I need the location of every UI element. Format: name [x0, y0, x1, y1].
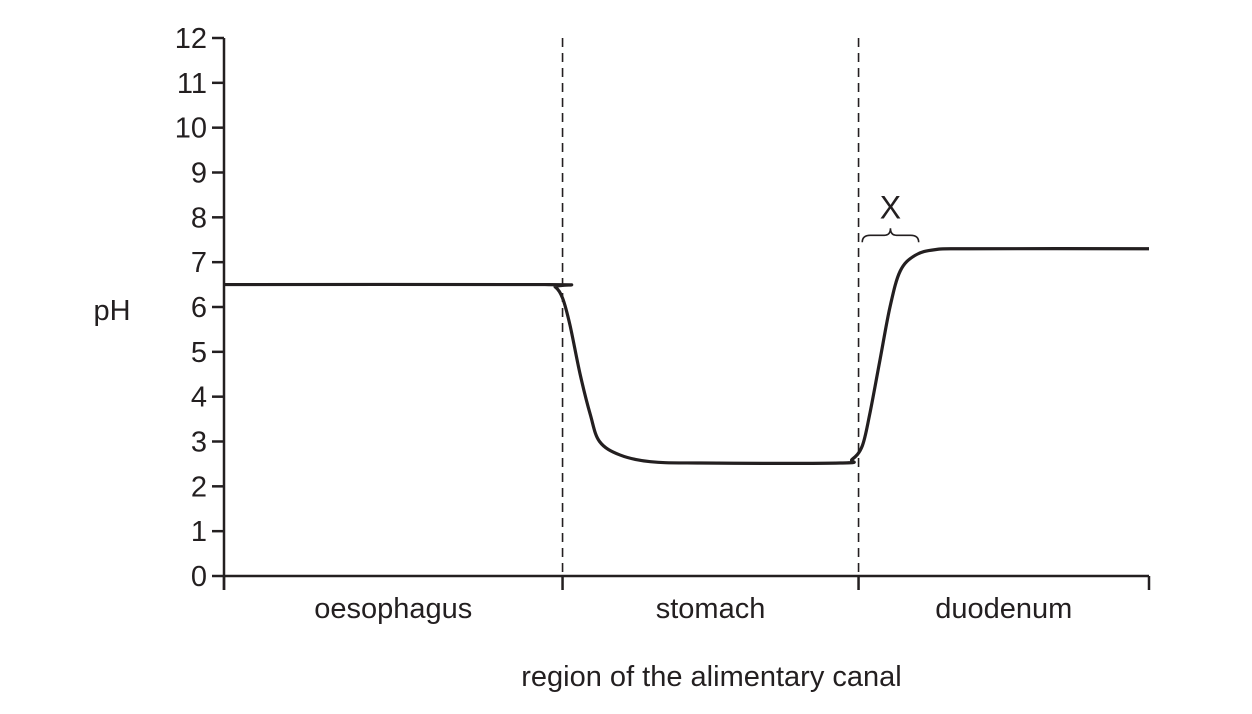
y-tick-label: 9 — [191, 158, 207, 190]
y-tick-label: 5 — [191, 337, 207, 369]
y-tick-label: 8 — [191, 202, 207, 234]
y-tick-label: 7 — [191, 247, 207, 279]
region-label-duodenum: duodenum — [935, 593, 1072, 625]
ph-curve-pH — [223, 247, 1150, 465]
region-label-oesophagus: oesophagus — [314, 593, 472, 625]
y-tick-label: 12 — [175, 23, 207, 55]
y-tick-label: 6 — [191, 292, 207, 324]
y-tick-label: 0 — [191, 561, 207, 593]
y-tick-label: 11 — [177, 68, 207, 100]
brace-annotation — [861, 228, 920, 243]
y-axis-title: pH — [93, 295, 130, 327]
y-tick-label: 3 — [191, 427, 207, 459]
y-tick-label: 1 — [191, 516, 207, 548]
region-label-stomach: stomach — [656, 593, 766, 625]
y-tick-label: 2 — [191, 471, 207, 503]
x-axis-title: region of the alimentary canal — [521, 661, 901, 693]
annotation-label-x: X — [880, 189, 901, 225]
y-tick-label: 10 — [175, 113, 207, 145]
y-tick-label: 4 — [191, 382, 207, 414]
